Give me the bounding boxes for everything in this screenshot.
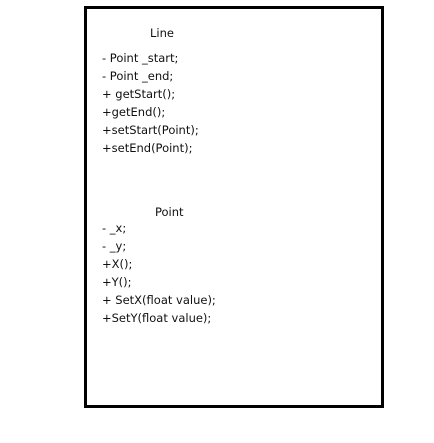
point-method-x: +X(); <box>102 257 133 271</box>
line-class-title: Line <box>150 26 174 40</box>
class-diagram-frame: Line - Point _start; - Point _end; + get… <box>84 6 384 408</box>
point-class-members: - _x; - _y; +X(); +Y(); + SetX(float val… <box>102 219 216 327</box>
line-class-members: - Point _start; - Point _end; + getStart… <box>102 49 199 157</box>
point-class-title: Point <box>155 205 184 219</box>
point-method-y: +Y(); <box>102 275 132 289</box>
line-method-get-end: +getEnd(); <box>102 105 166 119</box>
line-method-set-start: +setStart(Point); <box>102 123 199 137</box>
line-method-set-end: +setEnd(Point); <box>102 141 193 155</box>
point-method-set-y: +SetY(float value); <box>102 311 212 325</box>
line-member-start: - Point _start; <box>102 51 179 65</box>
point-member-x: - _x; <box>102 221 127 235</box>
line-method-get-start: + getStart(); <box>102 87 176 101</box>
line-member-end: - Point _end; <box>102 69 174 83</box>
point-method-set-x: + SetX(float value); <box>102 293 216 307</box>
point-member-y: - _y; <box>102 239 127 253</box>
